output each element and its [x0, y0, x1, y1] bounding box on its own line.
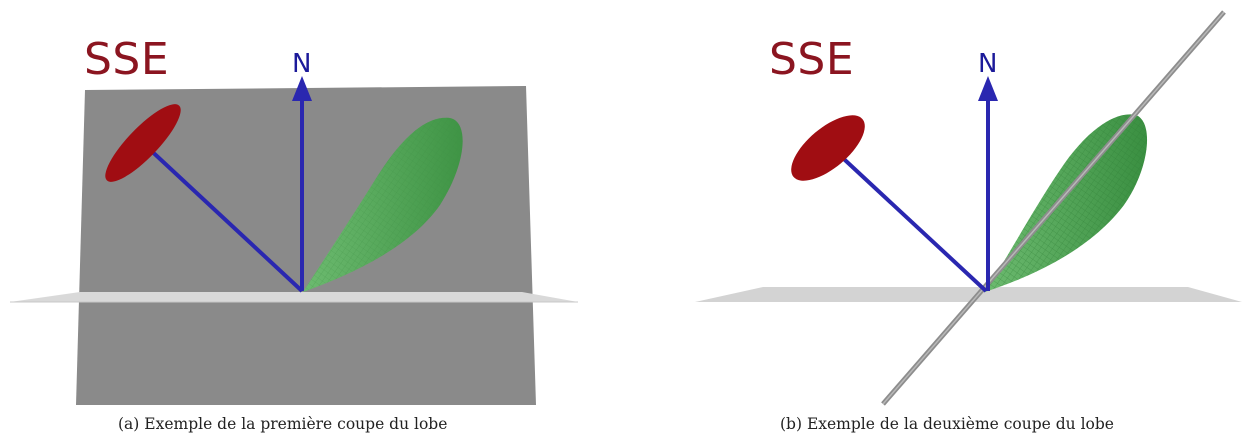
incident-ray — [830, 146, 988, 293]
normal-arrowhead — [292, 76, 312, 101]
normal-label: N — [292, 49, 311, 79]
horizontal-plane — [10, 292, 578, 302]
figure-panel-b: SSE N (b) Exemple de la deuxième coupe d… — [628, 0, 1255, 437]
panel-b-scene: SSE N — [695, 10, 1242, 406]
sse-label: SSE — [769, 34, 854, 85]
horizontal-plane — [695, 287, 1242, 302]
source-disc — [791, 115, 865, 181]
normal-label: N — [978, 49, 997, 79]
caption: (a) Exemple de la première coupe du lobe — [118, 415, 448, 433]
incident-ray — [143, 143, 304, 293]
figure-panel-a: SSE N (a) Exemple de la première coupe d… — [10, 34, 578, 433]
source-disc — [105, 104, 181, 182]
normal-arrowhead — [978, 76, 998, 101]
sse-label: SSE — [84, 34, 169, 85]
caption: (b) Exemple de la deuxième coupe du lobe — [780, 415, 1114, 433]
panel-a-scene: SSE N — [10, 34, 578, 405]
